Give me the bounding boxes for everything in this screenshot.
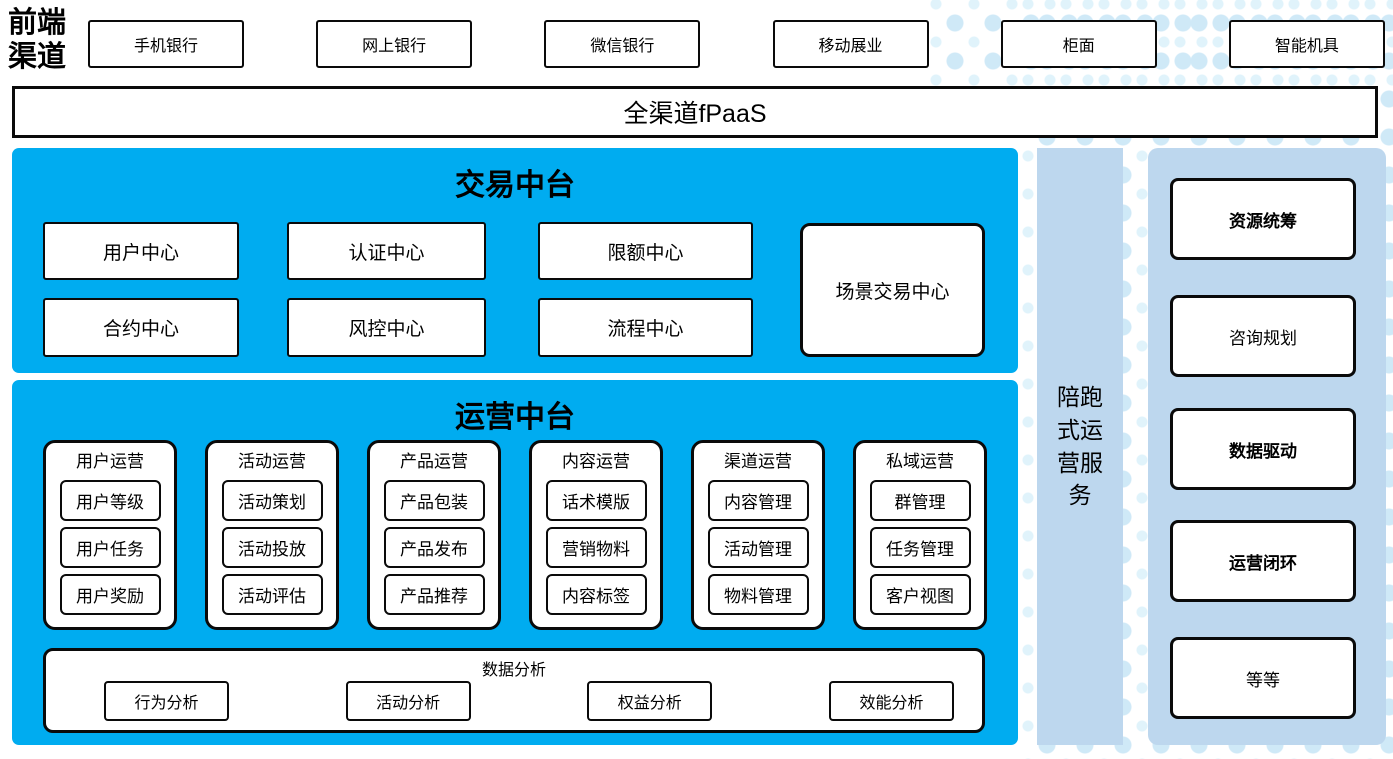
ops-item: 用户任务 (59, 527, 161, 568)
ops-item: 活动策划 (221, 480, 323, 521)
panel-box-etc: 等等 (1170, 637, 1356, 719)
ops-item: 用户奖励 (59, 574, 161, 615)
ops-column-header: 用户运营 (76, 452, 144, 471)
channel-box-smart-devices: 智能机具 (1228, 20, 1385, 68)
ops-column-channel: 渠道运营 内容管理 活动管理 物料管理 (691, 440, 825, 630)
accompany-service-bar: 陪跑式运营服务 (1037, 148, 1123, 745)
ops-platform-title: 运营中台 (455, 401, 575, 434)
channel-box-wechat-banking: 微信银行 (544, 20, 701, 68)
ops-column-header: 渠道运营 (724, 452, 792, 471)
data-analysis-container: 数据分析 行为分析 活动分析 权益分析 效能分析 (43, 648, 985, 733)
data-analysis-row: 行为分析 活动分析 权益分析 效能分析 (46, 678, 982, 721)
ops-column-header: 私域运营 (886, 452, 954, 471)
ops-item: 用户等级 (59, 480, 161, 521)
ops-column-user: 用户运营 用户等级 用户任务 用户奖励 (43, 440, 177, 630)
service-panel: 资源统筹 咨询规划 数据驱动 运营闭环 等等 (1148, 148, 1386, 745)
panel-box-data-driven: 数据驱动 (1170, 408, 1356, 490)
ops-column-private-domain: 私域运营 群管理 任务管理 客户视图 (853, 440, 987, 630)
channel-box-counter: 柜面 (1000, 20, 1157, 68)
front-channel-row: 手机银行 网上银行 微信银行 移动展业 柜面 智能机具 (88, 20, 1385, 68)
trade-box-scene-trade-center: 场景交易中心 (800, 223, 985, 357)
ops-item: 产品推荐 (383, 574, 485, 615)
ops-item: 产品发布 (383, 527, 485, 568)
analysis-box-behavior: 行为分析 (104, 681, 229, 721)
analysis-box-rights: 权益分析 (587, 681, 713, 721)
ops-item: 活动管理 (707, 527, 809, 568)
trade-box-user-center: 用户中心 (43, 222, 239, 280)
ops-item: 群管理 (869, 480, 971, 521)
ops-item: 内容标签 (545, 574, 647, 615)
trade-platform-section: 交易中台 用户中心 认证中心 限额中心 合约中心 风控中心 流程中心 场景交易中… (12, 148, 1018, 373)
data-analysis-title: 数据分析 (481, 662, 546, 679)
ops-column-header: 内容运营 (562, 452, 630, 471)
ops-item: 话术模版 (545, 480, 647, 521)
trade-box-limit-center: 限额中心 (538, 222, 753, 280)
ops-platform-section: 运营中台 用户运营 用户等级 用户任务 用户奖励 活动运营 活动策划 活动投放 … (12, 380, 1018, 745)
ops-column-activity: 活动运营 活动策划 活动投放 活动评估 (205, 440, 339, 630)
analysis-box-efficiency: 效能分析 (828, 681, 954, 721)
ops-column-content: 内容运营 话术模版 营销物料 内容标签 (529, 440, 663, 630)
ops-item: 营销物料 (545, 527, 647, 568)
analysis-box-activity: 活动分析 (345, 681, 471, 721)
trade-box-contract-center: 合约中心 (43, 298, 239, 357)
accompany-service-label: 陪跑式运营服务 (1057, 384, 1103, 509)
channel-box-online-banking: 网上银行 (316, 20, 473, 68)
ops-item: 客户视图 (869, 574, 971, 615)
trade-box-auth-center: 认证中心 (287, 222, 486, 280)
ops-item: 物料管理 (707, 574, 809, 615)
trade-box-risk-center: 风控中心 (287, 298, 486, 357)
ops-item: 活动评估 (221, 574, 323, 615)
fpaas-bar: 全渠道fPaaS (12, 86, 1378, 138)
ops-column-product: 产品运营 产品包装 产品发布 产品推荐 (367, 440, 501, 630)
channel-box-mobile-banking: 手机银行 (88, 20, 244, 68)
ops-column-header: 活动运营 (238, 452, 306, 471)
panel-box-consulting: 咨询规划 (1170, 295, 1356, 377)
ops-item: 内容管理 (707, 480, 809, 521)
trade-box-process-center: 流程中心 (538, 298, 753, 357)
channel-box-mobile-sales: 移动展业 (772, 20, 929, 68)
ops-item: 活动投放 (221, 527, 323, 568)
panel-box-ops-loop: 运营闭环 (1170, 520, 1356, 602)
trade-platform-title: 交易中台 (455, 169, 575, 202)
front-channel-label: 前端渠道 (8, 7, 67, 74)
ops-column-header: 产品运营 (400, 452, 468, 471)
ops-item: 任务管理 (869, 527, 971, 568)
panel-box-resource-planning: 资源统筹 (1170, 178, 1356, 260)
ops-item: 产品包装 (383, 480, 485, 521)
